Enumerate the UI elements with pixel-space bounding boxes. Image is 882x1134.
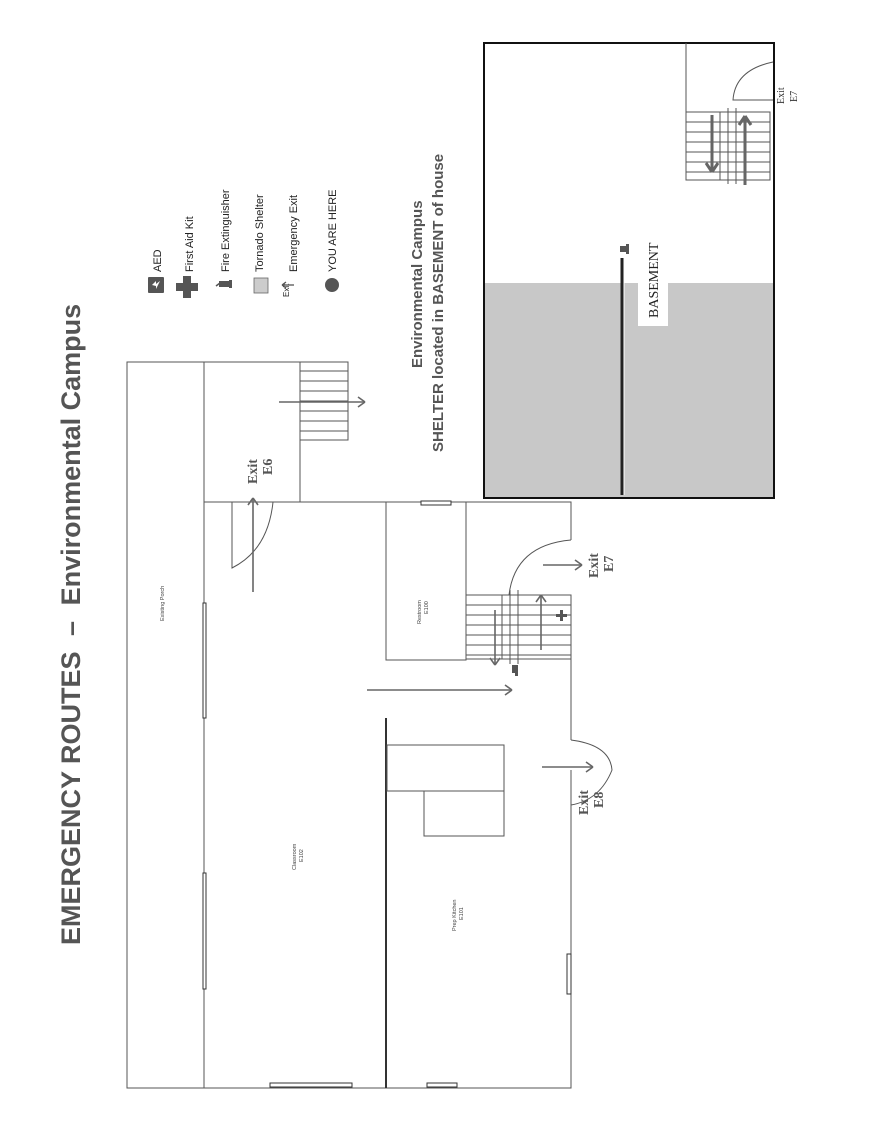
legend-tornado-shelter-label: Tornado Shelter [254, 194, 266, 272]
exit-label-e7-code: E7 [602, 556, 617, 572]
restroom-walls [385, 501, 467, 661]
first-aid-icon [556, 610, 567, 621]
interior-stairs [465, 590, 572, 664]
room-label-kitchen-code: E101 [459, 907, 465, 920]
room-label-kitchen: Prep Kitchen [452, 900, 458, 932]
room-label-classroom: Classroom [292, 843, 298, 870]
kitchen-counter [386, 744, 505, 792]
porch-steps [299, 361, 349, 441]
kitchen-island [423, 790, 505, 837]
legend-aed: AED [148, 249, 164, 293]
tornado-shelter-icon [253, 277, 269, 294]
shelter-note-line1: Environmental Campus [409, 200, 426, 368]
shelter-note: Environmental Campus SHELTER located in … [409, 154, 447, 452]
window [269, 1082, 353, 1088]
basement-exit-code: E7 [789, 91, 800, 102]
exit-label-e8-code: E8 [592, 792, 607, 808]
porch-area [126, 361, 205, 1089]
legend-you-are-here: YOU ARE HERE [325, 189, 339, 292]
room-label-classroom-code: E102 [299, 849, 305, 862]
window [426, 1082, 458, 1088]
legend-fire-extinguisher: Fire Extinguisher [215, 189, 232, 288]
legend-aed-label: AED [152, 249, 164, 272]
tornado-shelter-area [485, 283, 773, 497]
legend: AED First Aid Kit Fire Extinguisher Torn… [148, 189, 339, 298]
title-dash: – [56, 621, 86, 636]
legend-emergency-exit: Exit Emergency Exit [281, 195, 300, 297]
exit-label-e7-word: Exit [587, 553, 602, 578]
legend-exit-word: Exit [282, 283, 291, 297]
evacuation-route-arrows [247, 396, 594, 773]
room-label-porch: Existing Porch [160, 586, 166, 621]
exit-label-e6-word: Exit [246, 459, 261, 484]
door-e8 [570, 739, 613, 806]
window [420, 500, 452, 506]
title-campus: Environmental Campus [56, 304, 86, 606]
window [202, 602, 207, 719]
door-e6 [231, 501, 274, 569]
legend-tornado-shelter: Tornado Shelter [253, 194, 269, 294]
legend-first-aid-label: First Aid Kit [184, 216, 196, 272]
door-e7 [508, 539, 572, 596]
title-emergency-routes: EMERGENCY ROUTES [56, 651, 86, 945]
fire-extinguisher-icon [215, 280, 232, 288]
fire-extinguisher-icon [620, 244, 629, 254]
floor-plan: Existing Porch Restroom E100 Classroom E… [126, 361, 617, 1089]
legend-you-are-here-label: YOU ARE HERE [327, 189, 339, 272]
exit-label-e6-code: E6 [261, 459, 276, 475]
exit-label-e8-word: Exit [577, 790, 592, 815]
fire-extinguisher-icon [512, 665, 518, 676]
exit-arrow-icon [281, 281, 294, 289]
legend-emergency-exit-label: Emergency Exit [288, 195, 300, 272]
basement-exit-word: Exit [776, 87, 787, 104]
svg-text:EMERGENCY ROUTES –: EMERGENCY ROUTES – Environmental Campus [56, 304, 86, 945]
basement-inset: BASEMENT Exit E7 [483, 42, 800, 499]
basement-door [732, 61, 774, 101]
window [202, 872, 207, 990]
legend-first-aid: First Aid Kit [176, 216, 198, 298]
room-label-restroom-code: E100 [424, 601, 430, 614]
basement-label: BASEMENT [647, 242, 662, 318]
shelter-note-line2: SHELTER located in BASEMENT of house [430, 154, 447, 452]
you-are-here-icon [325, 278, 339, 292]
legend-fire-extinguisher-label: Fire Extinguisher [220, 189, 232, 272]
window [566, 953, 572, 995]
room-label-restroom: Restroom [417, 600, 423, 624]
basement-label-box [638, 220, 668, 326]
basement-stairs [685, 108, 771, 184]
first-aid-icon [176, 276, 198, 298]
map-title: EMERGENCY ROUTES – Environmental Campus [56, 304, 86, 945]
